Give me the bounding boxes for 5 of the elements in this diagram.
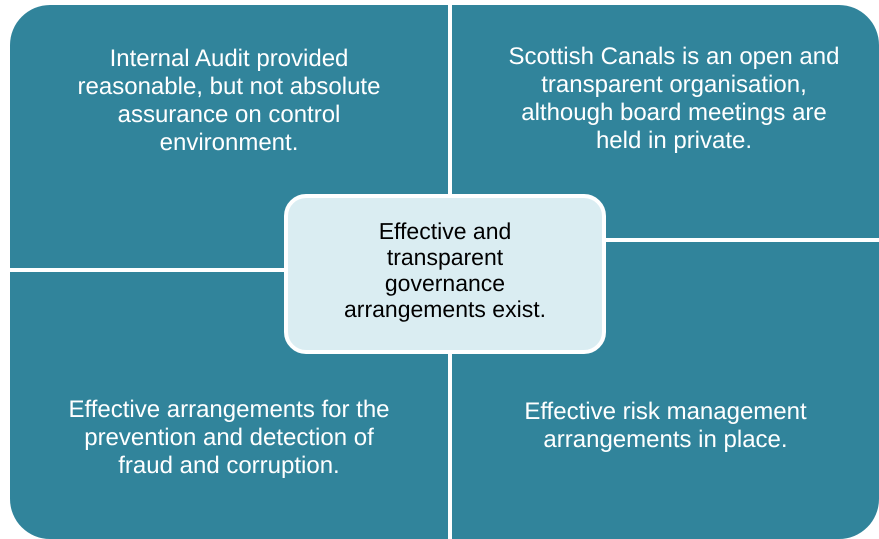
panel-text: Scottish Canals is an open and transparent organisation, although board meetings are held in private. <box>504 43 844 155</box>
panel-text: Effective risk management arrangements in place. <box>512 398 819 454</box>
center-box: Effective and transparent governance arrangements exist. <box>284 194 606 354</box>
panel-text: Internal Audit provided reasonable, but not absolute assurance on control environment. <box>60 45 398 157</box>
panel-text: Effective arrangements for the prevention and detection of fraud and corruption. <box>64 396 394 480</box>
